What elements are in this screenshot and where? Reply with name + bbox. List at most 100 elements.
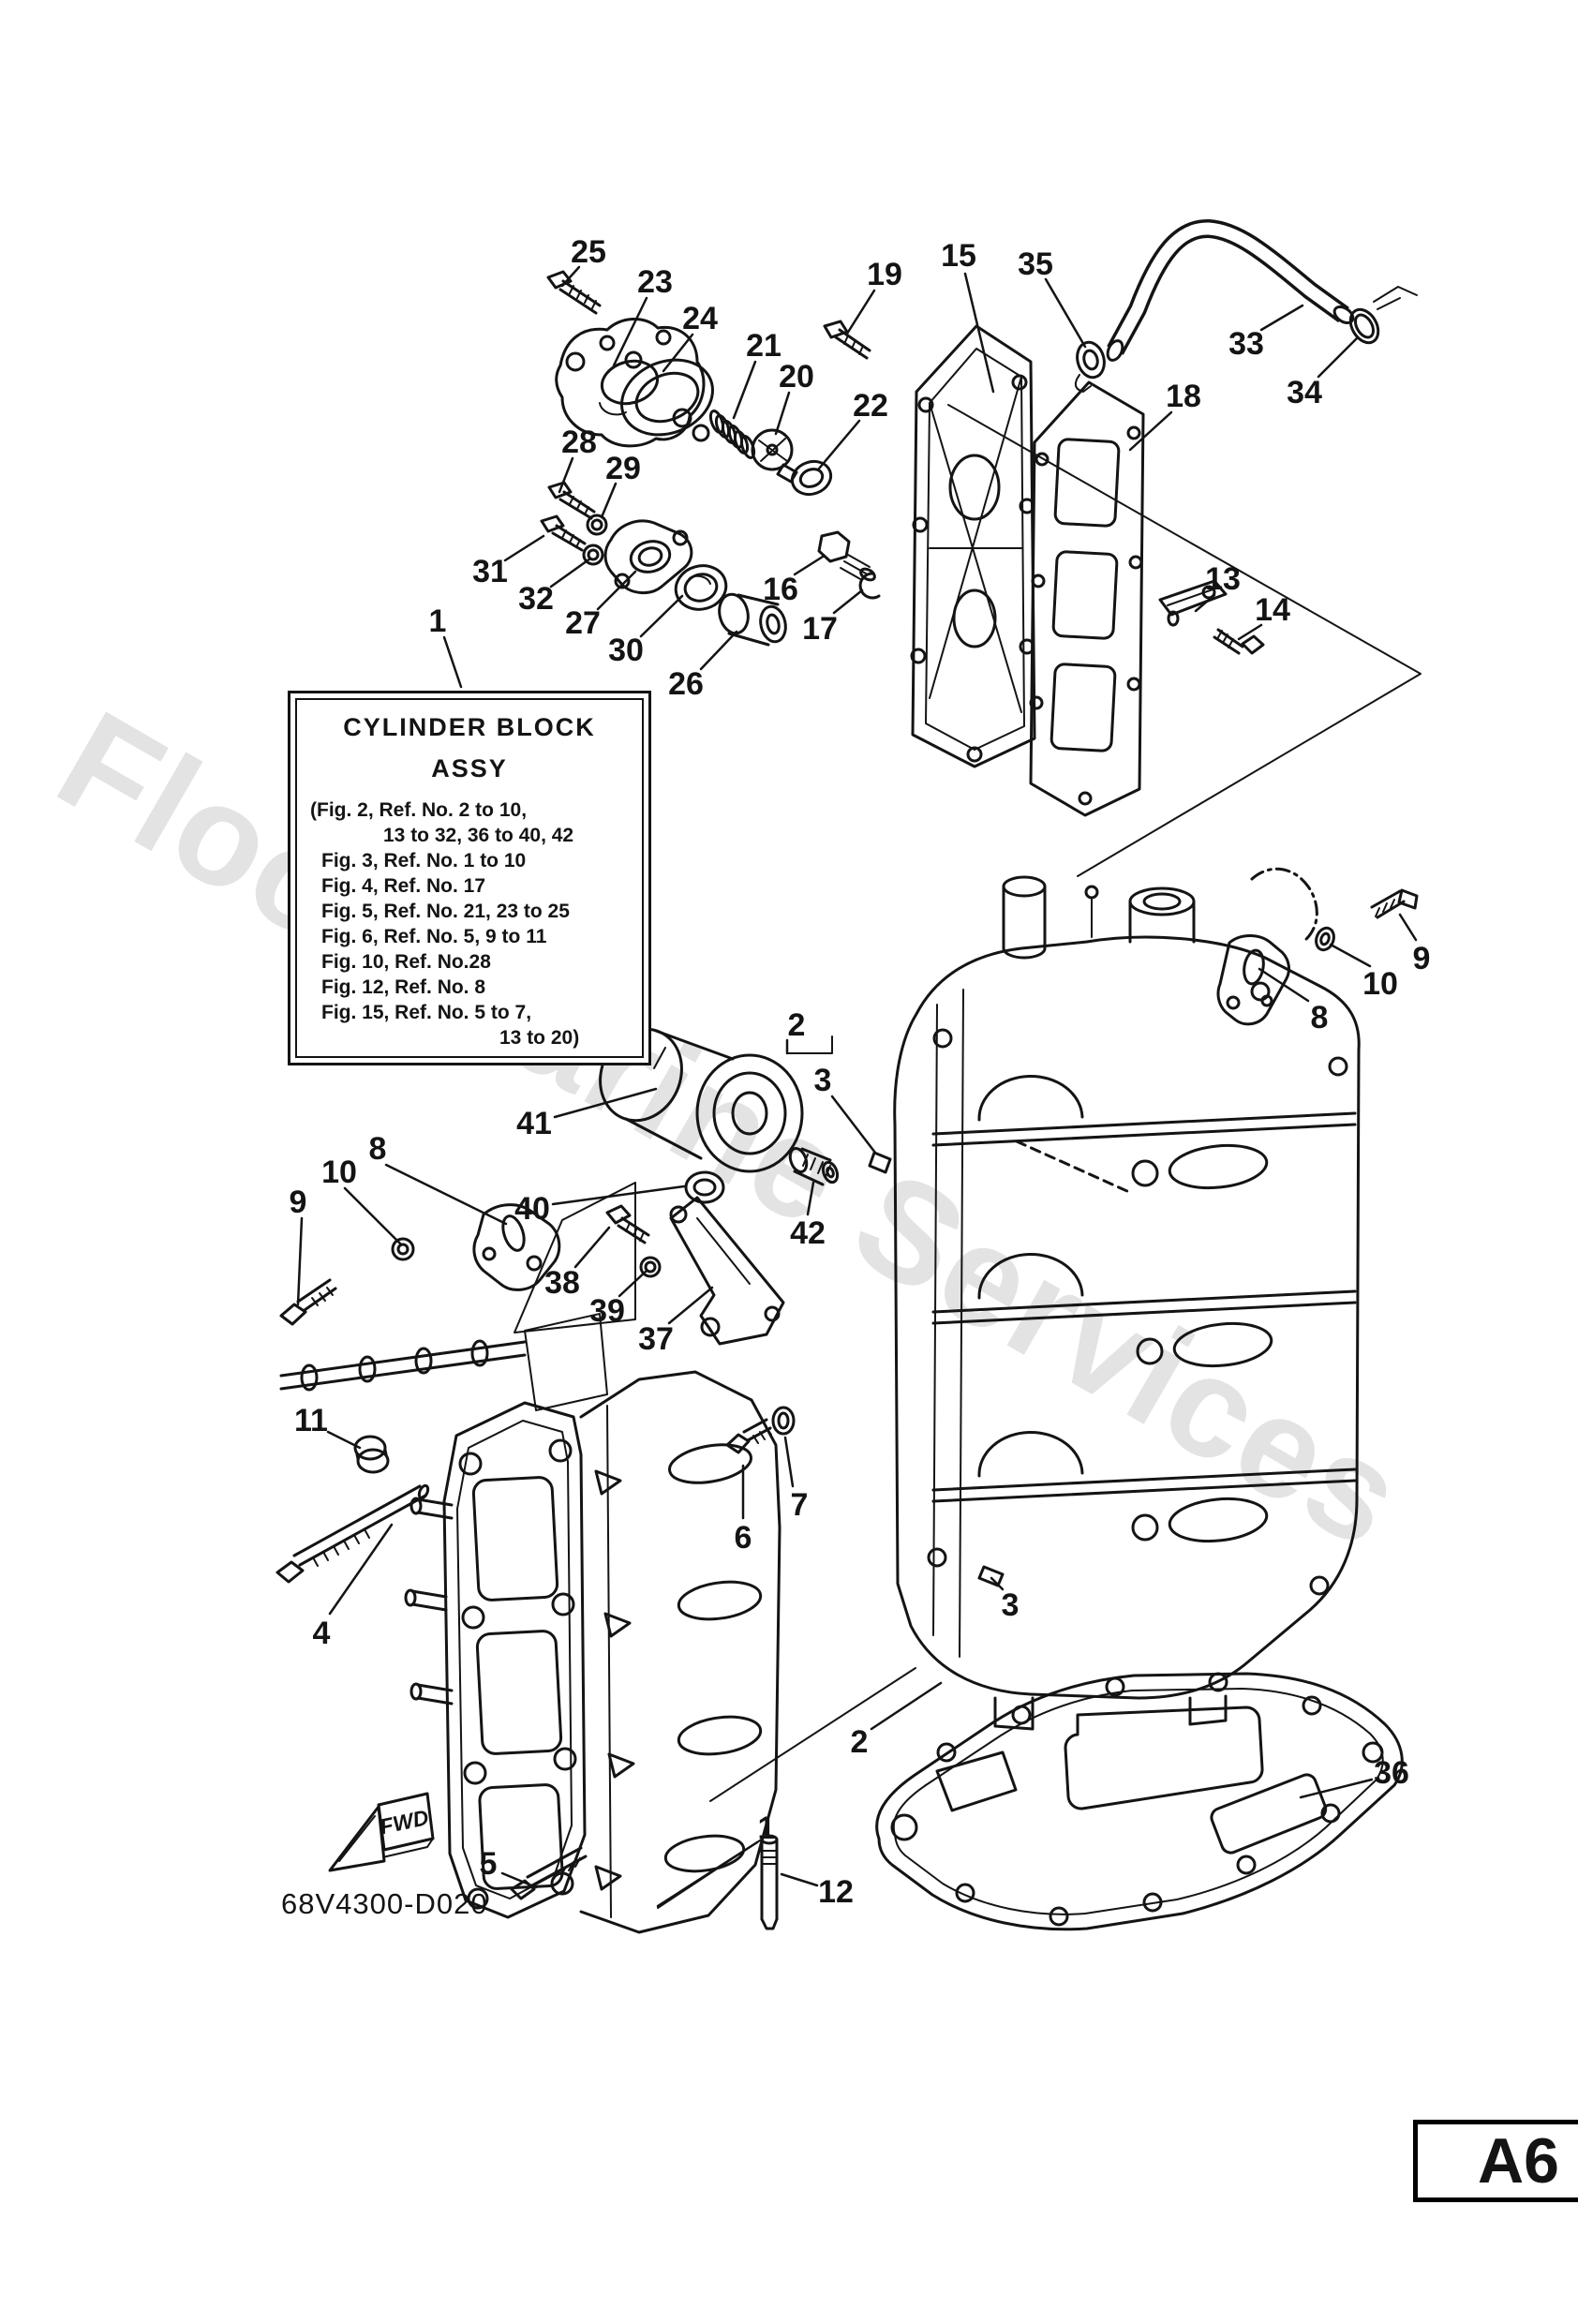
leader-line-28: [558, 456, 574, 494]
callout-3: 3: [1002, 1587, 1020, 1623]
leader-line-4: [328, 1523, 394, 1616]
callout-22: 22: [853, 388, 888, 424]
leader-line-36: [1299, 1778, 1374, 1799]
info-box-references: (Fig. 2, Ref. No. 2 to 10,13 to 32, 36 t…: [297, 797, 642, 1050]
leader-line-1: [442, 635, 463, 689]
bottom-fasteners-group: [275, 1151, 1005, 1930]
retainer-plate-right-group: [1216, 867, 1419, 1026]
info-box-line: 13 to 20): [499, 1027, 580, 1049]
info-box-line: 13 to 32, 36 to 40, 42: [383, 825, 574, 846]
leader-line-10: [1329, 943, 1372, 968]
callout-26: 26: [668, 666, 704, 702]
callout-13: 13: [1205, 561, 1241, 597]
leader-line-23: [612, 296, 648, 367]
callout-41: 41: [516, 1106, 552, 1141]
info-box-line: Fig. 4, Ref. No. 17: [321, 875, 486, 897]
callout-4: 4: [313, 1616, 331, 1651]
callout-14: 14: [1255, 592, 1290, 628]
callout-3: 3: [814, 1063, 832, 1098]
callout-9: 9: [1413, 941, 1431, 976]
leader-line-39: [618, 1269, 648, 1298]
leader-line-12: [780, 1872, 819, 1887]
leader-line-5: [500, 1871, 538, 1889]
info-box-line: Fig. 12, Ref. No. 8: [321, 976, 486, 998]
leader-line-11: [326, 1430, 362, 1450]
callout-18: 18: [1166, 379, 1201, 414]
leader-line-26: [699, 630, 738, 671]
leader-line-17: [832, 588, 864, 615]
callout-layer: 1234241403839379108114512123673681091314…: [290, 234, 1431, 1910]
leader-line-16: [793, 555, 825, 576]
callout-9: 9: [290, 1184, 307, 1220]
head-cover-plate: [910, 324, 1036, 768]
leader-line-9: [296, 1216, 304, 1306]
leader-line-34: [1317, 335, 1360, 379]
callout-19: 19: [867, 257, 902, 292]
callout-10: 10: [1362, 966, 1398, 1002]
leader-line-21: [732, 360, 757, 420]
oil-filter-group: [599, 1027, 840, 1346]
info-box-inner: CYLINDER BLOCK ASSY (Fig. 2, Ref. No. 2 …: [295, 698, 644, 1058]
callout-1: 1: [758, 1810, 776, 1846]
leader-line-3: [990, 1576, 1005, 1591]
leader-line-33: [1259, 304, 1304, 332]
leader-line-30: [639, 594, 684, 638]
callout-34: 34: [1287, 375, 1322, 410]
leader-line-29: [600, 482, 618, 519]
leader-line-1: [656, 1840, 759, 1908]
callout-35: 35: [1018, 246, 1053, 282]
retainer-plate-left-group: [279, 1203, 561, 1474]
callout-10: 10: [321, 1155, 357, 1190]
callout-37: 37: [638, 1321, 674, 1357]
callout-17: 17: [802, 611, 838, 647]
crankcase-block: [893, 875, 1361, 1731]
callout-21: 21: [746, 328, 782, 364]
info-box-subtitle: ASSY: [431, 754, 508, 782]
leader-line-10: [343, 1186, 403, 1246]
leader-line-20: [774, 391, 791, 436]
callout-11: 11: [294, 1403, 328, 1438]
page-label: A6: [1478, 2125, 1559, 2197]
leader-line-24: [662, 333, 694, 373]
leader-line-13: [1194, 593, 1216, 613]
leader-line-8: [1258, 967, 1310, 1003]
leader-line-27: [596, 570, 637, 611]
callout-16: 16: [763, 572, 798, 607]
callout-15: 15: [941, 238, 976, 274]
leader-line-41: [553, 1087, 658, 1119]
diagram-code: 68V4300-D020: [281, 1887, 488, 1920]
info-box-line: Fig. 10, Ref. No.28: [321, 951, 491, 973]
leader-line-38: [573, 1226, 611, 1269]
callout-7: 7: [791, 1487, 809, 1523]
info-box-line: Fig. 5, Ref. No. 21, 23 to 25: [321, 901, 570, 922]
callout-2: 2: [788, 1007, 806, 1043]
watermark-text: Floor Marine Services: [34, 680, 1429, 1578]
leader-line-22: [817, 419, 861, 470]
page-label-box: A6: [1413, 2120, 1578, 2202]
callout-8: 8: [369, 1131, 387, 1167]
callout-25: 25: [571, 234, 606, 270]
callout-38: 38: [544, 1265, 580, 1301]
leader-line-14: [1237, 623, 1263, 641]
callout-1: 1: [429, 603, 447, 639]
callout-6: 6: [735, 1520, 752, 1556]
leader-line-31: [503, 534, 545, 562]
thermostat-cover-group: [546, 270, 871, 497]
anode-cover-group: [540, 481, 881, 647]
leader-line-9: [1398, 913, 1418, 942]
callout-29: 29: [605, 451, 641, 486]
callout-36: 36: [1374, 1755, 1409, 1791]
cylinder-body-left: [279, 1313, 782, 1934]
callout-30: 30: [608, 633, 644, 668]
info-box-line: Fig. 3, Ref. No. 1 to 10: [321, 850, 527, 872]
callout-20: 20: [779, 359, 814, 395]
info-box-line: Fig. 15, Ref. No. 5 to 7,: [321, 1002, 532, 1023]
callout-27: 27: [565, 605, 601, 641]
leader-line-3: [830, 1095, 877, 1155]
callout-28: 28: [561, 425, 597, 460]
callout-5: 5: [480, 1846, 498, 1882]
leader-line-7: [783, 1436, 795, 1488]
leader-line-15: [963, 272, 995, 394]
callout-39: 39: [589, 1293, 625, 1329]
leader-line-18: [1128, 410, 1173, 452]
